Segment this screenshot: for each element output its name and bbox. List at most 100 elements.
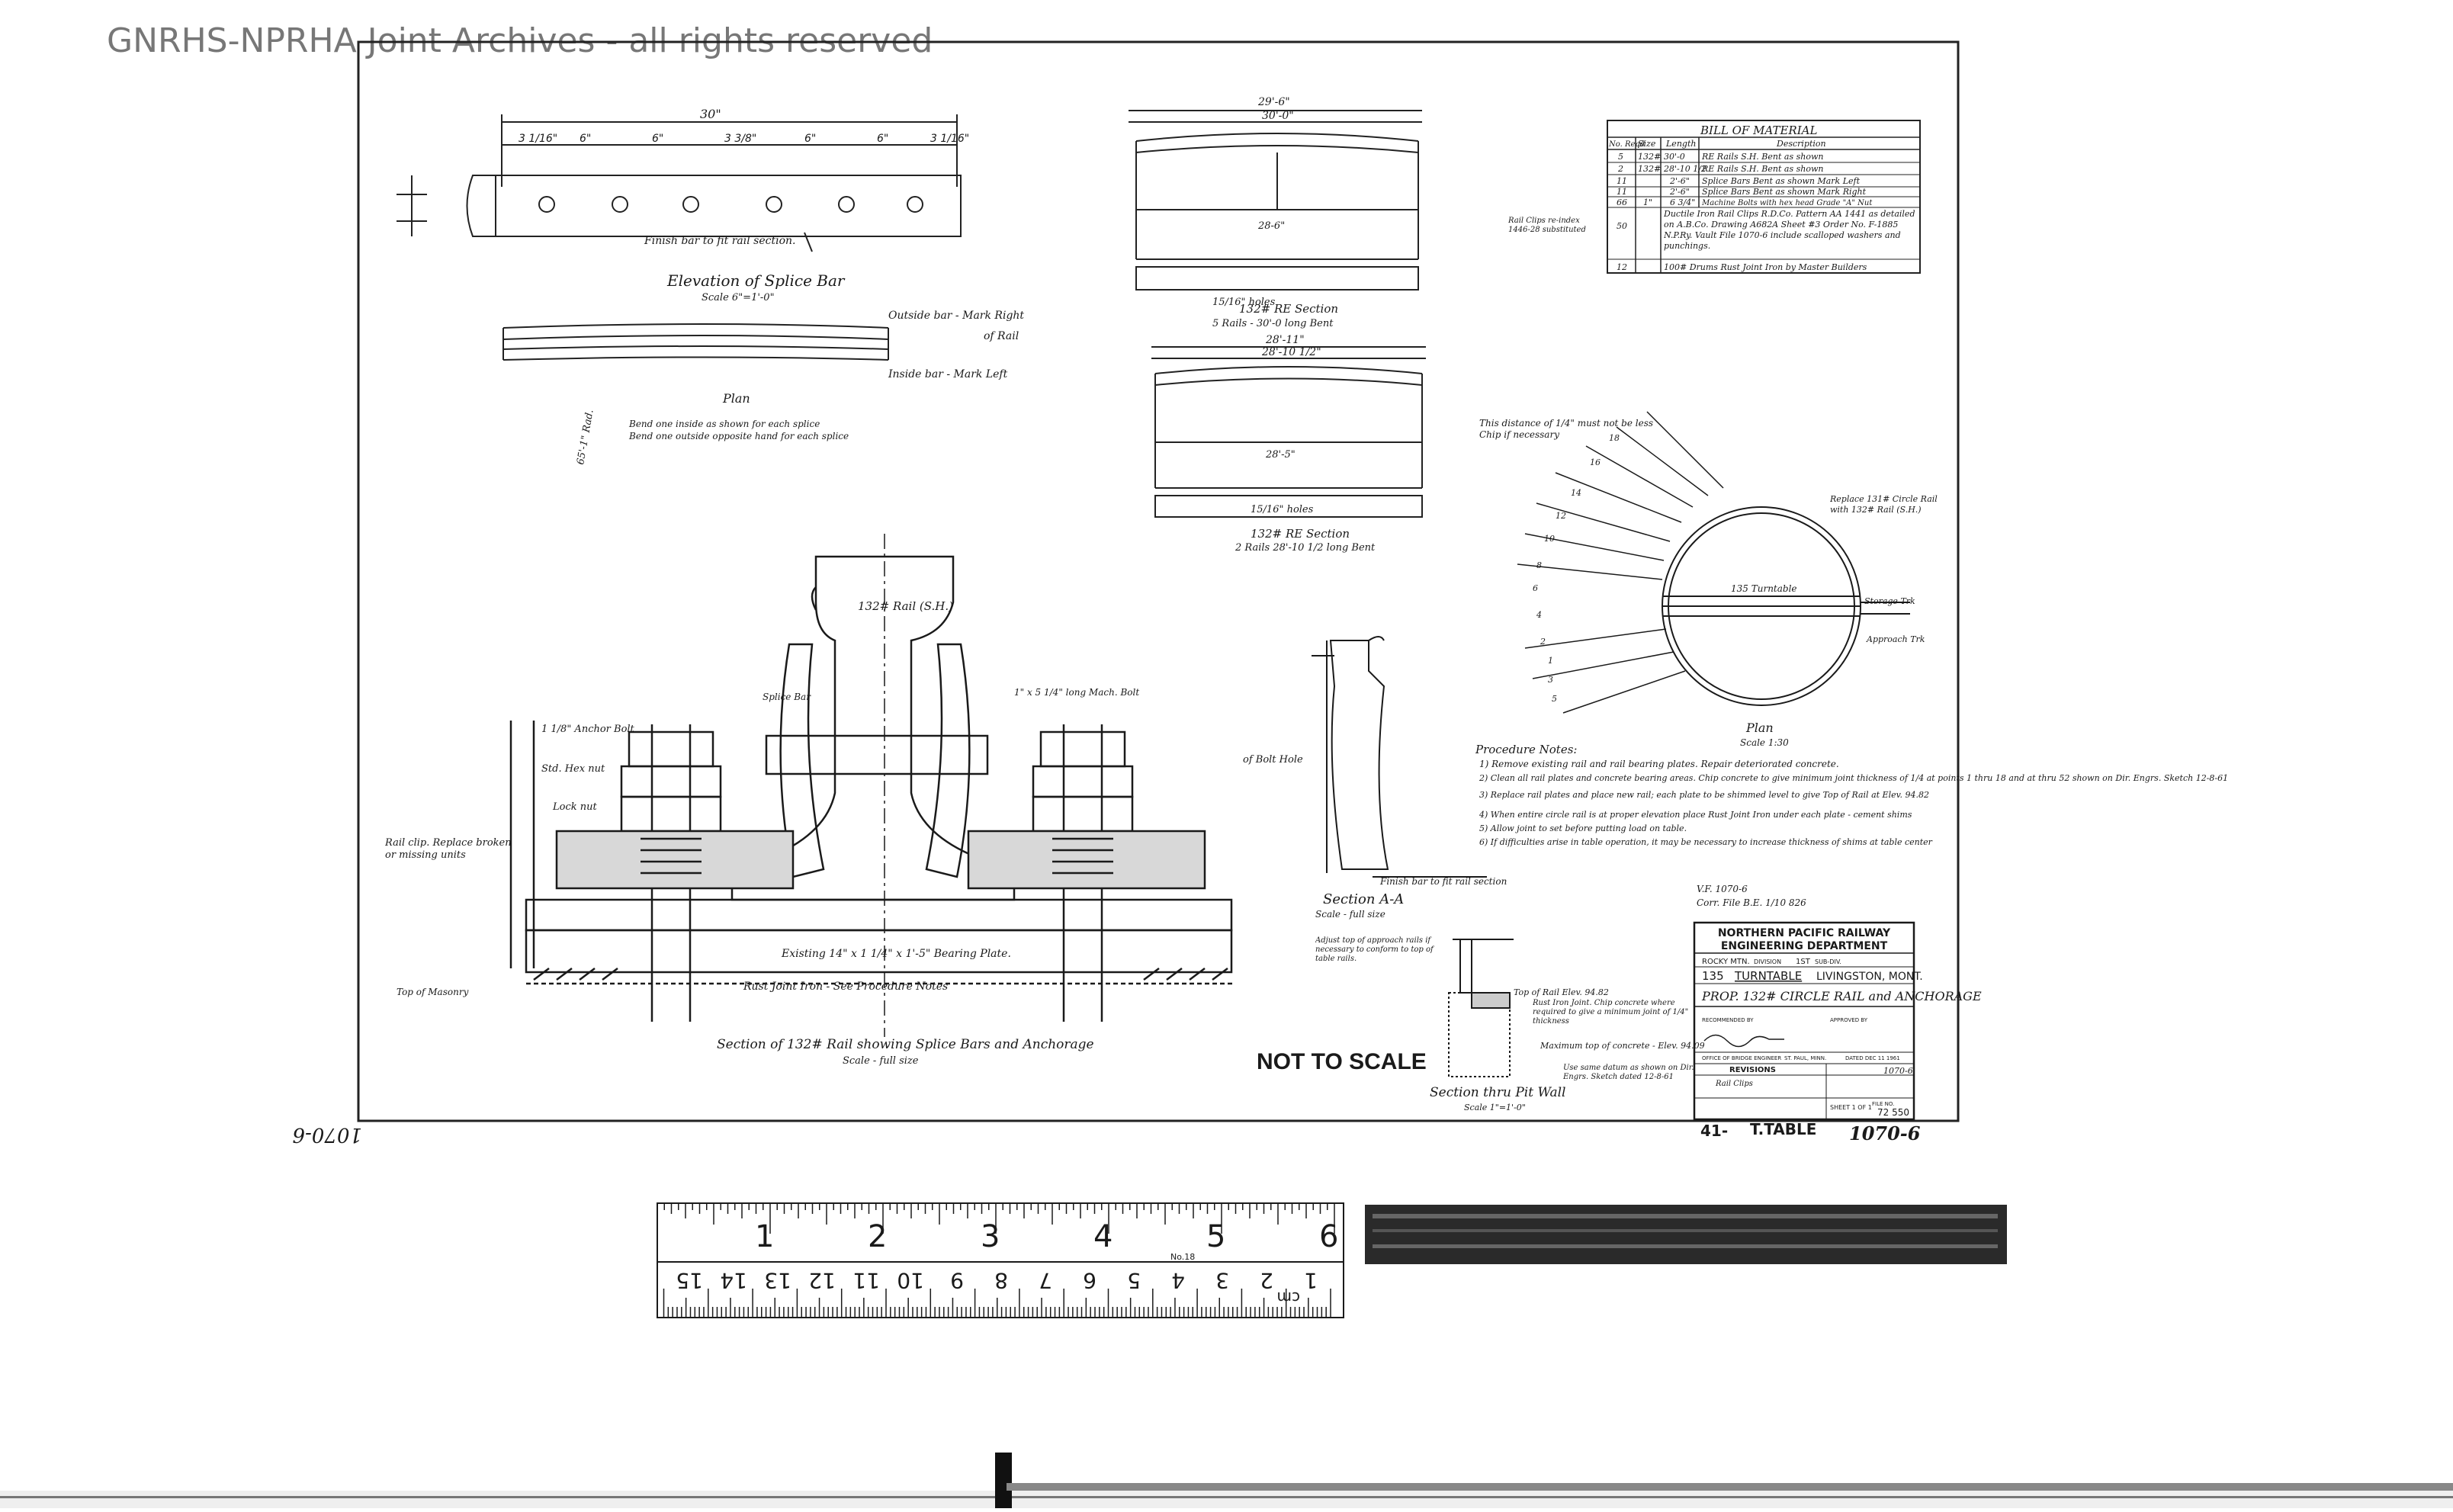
rust-joint-label: Rust Joint Iron - See Procedure Notes <box>743 981 948 993</box>
splice-bar-finish-note: Finish bar to fit rail section. <box>644 235 795 247</box>
pit-rust-note: Rust Iron Joint. Chip concrete where req… <box>1533 999 1689 1026</box>
bom-cell: 2'-6" <box>1669 176 1690 186</box>
tb-project: PROP. 132# CIRCLE RAIL and ANCHORAGE <box>1701 989 1982 1003</box>
splice-plan-label: Plan <box>722 391 750 406</box>
rail-clip-text: Rail clip. Replace broken or missing uni… <box>385 837 512 861</box>
mach-bolt-label: 1" x 5 1/4" long Mach. Bolt <box>1014 687 1139 698</box>
cm-number: 4 <box>1171 1268 1185 1293</box>
splice-plan-note-2: Bend one outside opposite hand for each … <box>628 431 849 441</box>
bom-cell: Machine Bolts with hex head Grade "A" Nu… <box>1701 199 1873 207</box>
tb-approved: APPROVED BY <box>1830 1017 1868 1023</box>
approach-track-lines <box>1517 411 1724 714</box>
segment-dim: 6" <box>652 133 663 145</box>
tb-division-label: DIVISION <box>1754 958 1781 965</box>
bom-cell: 6 3/4" <box>1670 197 1695 207</box>
cm-number: 7 <box>1039 1268 1052 1293</box>
cm-number: 15 <box>676 1268 703 1293</box>
radius-note: 65'-1" Rad. <box>575 409 596 466</box>
pit-wall-section <box>1448 939 1514 1077</box>
pit-rust-text: Rust Iron Joint. Chip concrete where req… <box>1533 999 1689 1026</box>
re1-top-dim-1: 29'-6" <box>1257 96 1290 108</box>
tb-division-region: ROCKY MTN. <box>1702 958 1750 966</box>
tb-location-num: 135 <box>1702 969 1724 983</box>
tb-city: ST. PAUL, MINN. <box>1784 1055 1826 1061</box>
file-note-1: V.F. 1070-6 <box>1697 884 1748 894</box>
splice-bar-segment-dims: 3 1/16" 6" 6" 3 3/8" 6" 6" 3 1/16" <box>519 133 969 145</box>
bom-cell: Splice Bars Bent as shown Mark Right <box>1702 187 1867 197</box>
inch-number: 5 <box>1206 1219 1225 1254</box>
bom-header: Length <box>1665 139 1696 149</box>
pit-wall-scale: Scale 1"=1'-0" <box>1464 1103 1526 1112</box>
tb-file-no: 72 550 <box>1877 1107 1909 1118</box>
re2-title: 132# RE Section <box>1251 527 1350 541</box>
splice-bar-overall-dim: 30" <box>700 107 721 121</box>
tb-subdiv-label: SUB-DIV. <box>1815 958 1841 965</box>
scan-noise-bar <box>1365 1205 2007 1264</box>
re2-subtitle: 2 Rails 28'-10 1/2 long Bent <box>1235 542 1376 554</box>
inch-number: 6 <box>1319 1219 1338 1254</box>
cm-number: 14 <box>720 1268 747 1293</box>
tt-number: 1070-6 <box>1849 1122 1921 1144</box>
bom-long-cell: Ductile Iron Rail Clips R.D.Co. Pattern … <box>1664 209 1915 251</box>
tb-subdiv-value: 1ST <box>1796 958 1811 966</box>
rail-ref-label: of Rail <box>984 330 1019 342</box>
cm-number: 3 <box>1215 1268 1229 1293</box>
segment-dim: 6" <box>877 133 888 145</box>
circle-plan-title: Plan <box>1745 721 1774 735</box>
bom-cell: 50 <box>1617 221 1627 231</box>
splice-plan-note-1: Bend one inside as shown for each splice <box>628 419 820 429</box>
tb-location-city: LIVINGSTON, MONT. <box>1816 971 1923 983</box>
track-number: 6 <box>1533 583 1538 593</box>
bom-side-note: Rail Clips re-index 1446-28 substituted <box>1508 217 1586 234</box>
top-masonry-label: Top of Masonry <box>397 987 469 997</box>
approach-label: Approach Trk <box>1866 634 1925 644</box>
inch-numbers: 1 2 3 4 5 6 <box>755 1219 1338 1254</box>
tb-sheet: SHEET 1 OF 1 <box>1830 1104 1872 1111</box>
pit-datum-text: Use same datum as shown on Dir. Engrs. S… <box>1563 1064 1694 1081</box>
bom-cell: RE Rails S.H. Bent as shown <box>1701 152 1823 162</box>
segment-dim: 3 1/16" <box>519 133 557 145</box>
track-number: 12 <box>1556 511 1566 521</box>
tb-recommended: RECOMMENDED BY <box>1702 1017 1754 1023</box>
cm-number: 11 <box>852 1268 880 1293</box>
pit-adjust-text: Adjust top of approach rails if necessar… <box>1315 936 1434 963</box>
bom-cell: 30'-0 <box>1664 152 1685 162</box>
procedure-item: 2) Clean all rail plates and concrete be… <box>1479 773 2228 783</box>
bom-cell: 5 <box>1618 152 1623 162</box>
bom-cell: 2'-6" <box>1669 187 1690 197</box>
re1-top-dim-2: 30'-0" <box>1262 110 1294 122</box>
bom-cell: 11 <box>1617 176 1627 186</box>
procedure-item: 3) Replace rail plates and place new rai… <box>1479 790 1929 800</box>
not-to-scale: NOT TO SCALE <box>1257 1049 1427 1074</box>
splice-bar-elevation <box>397 114 962 252</box>
circle-plan-scale: Scale 1:30 <box>1740 737 1789 748</box>
top-of-rail-label: Top of Rail Elev. 94.82 <box>1514 987 1609 997</box>
outside-bar-label: Outside bar - Mark Right <box>888 310 1024 322</box>
max-concrete-label: Maximum top of concrete - Elev. 94.09 <box>1540 1041 1705 1051</box>
main-section-title: Section of 132# Rail showing Splice Bars… <box>717 1037 1094 1052</box>
inch-number: 4 <box>1093 1219 1113 1254</box>
drawing-border <box>357 40 1960 1122</box>
re1-title: 132# RE Section <box>1239 302 1338 316</box>
bill-of-material: BILL OF MATERIAL No. Reqd Size Length De… <box>1607 120 1921 274</box>
bom-header: Size <box>1638 139 1656 149</box>
signature <box>1703 1034 1784 1048</box>
tb-office: OFFICE OF BRIDGE ENGINEER <box>1702 1055 1781 1061</box>
track-number: 14 <box>1571 488 1581 498</box>
ruler-ticks <box>657 1203 1335 1318</box>
replace-text: Replace 131# Circle Rail with 132# Rail … <box>1830 494 1938 515</box>
distance-note: This distance of 1/4" must not be less C… <box>1479 418 1653 440</box>
track-number: 18 <box>1609 433 1620 443</box>
procedure-notes: Procedure Notes: 1) Remove existing rail… <box>1475 743 2228 847</box>
cm-number: 10 <box>897 1268 924 1293</box>
bom-header: No. Reqd <box>1608 140 1645 149</box>
track-number: 4 <box>1536 610 1542 620</box>
tb-location-type: TURNTABLE <box>1734 969 1802 983</box>
ruler-model: No.18 <box>1170 1252 1195 1262</box>
cm-number: 1 <box>1304 1268 1318 1293</box>
bom-cell: Splice Bars Bent as shown Mark Left <box>1702 176 1861 186</box>
bom-cell: RE Rails S.H. Bent as shown <box>1701 164 1823 174</box>
cm-number: 2 <box>1260 1268 1273 1293</box>
procedure-item: 6) If difficulties arise in table operat… <box>1479 837 1933 847</box>
lock-nut-label: Lock nut <box>552 801 597 813</box>
